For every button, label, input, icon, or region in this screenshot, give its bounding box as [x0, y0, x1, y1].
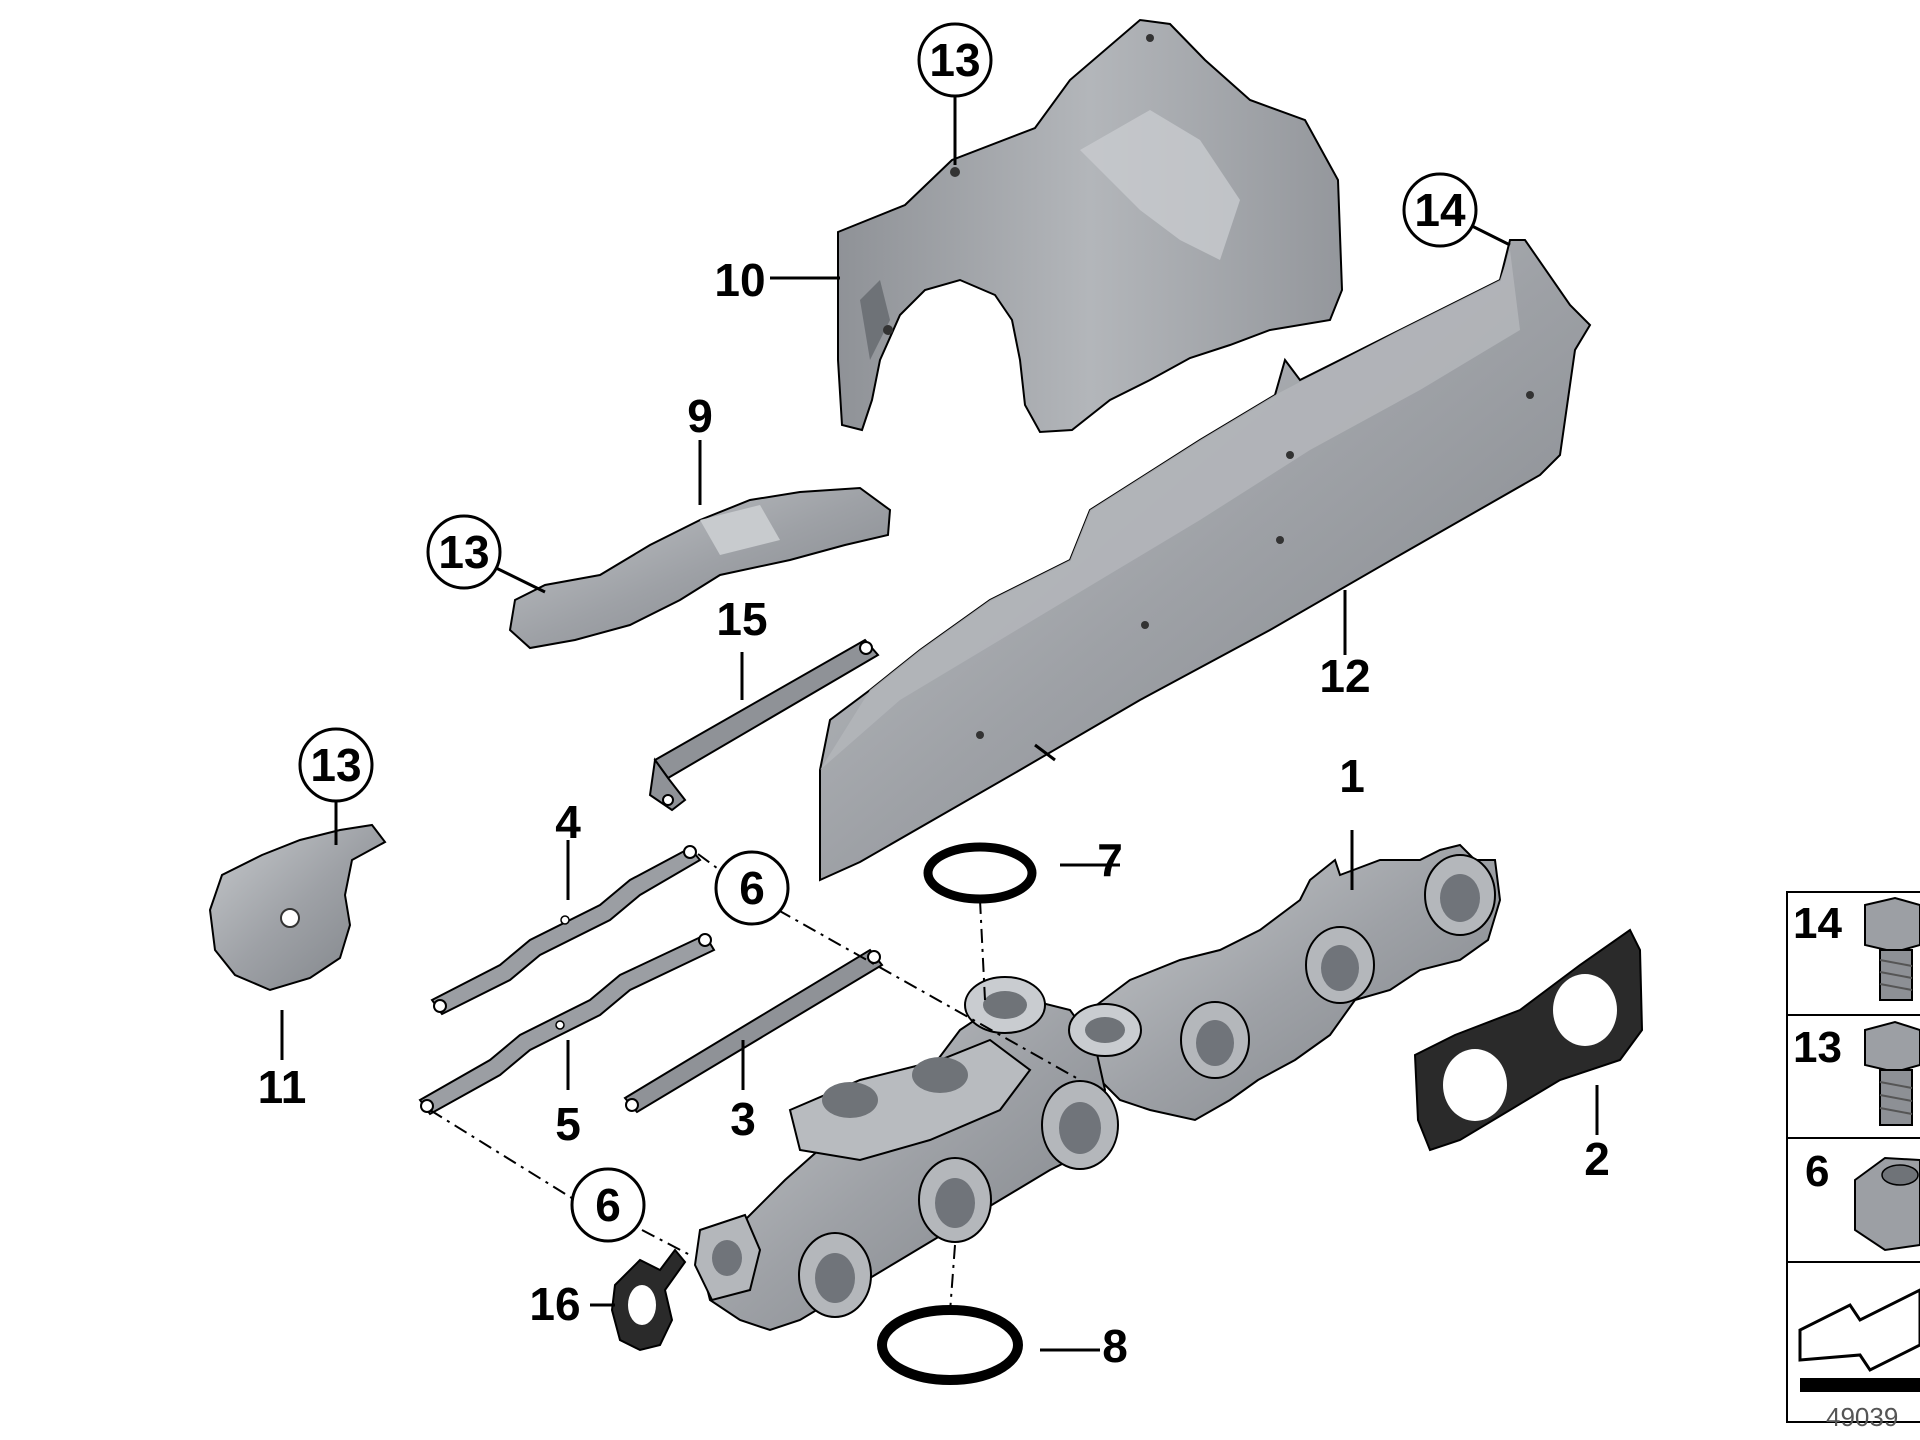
callout-3: 3	[730, 1093, 756, 1145]
callout-label: 14	[1414, 184, 1466, 236]
legend-label: 13	[1793, 1023, 1842, 1072]
callout-13-middle: 13	[426, 514, 502, 590]
bracket-rod	[648, 638, 880, 812]
callout-6-upper: 6	[714, 850, 790, 926]
legend-row-6: 6	[1805, 1147, 1920, 1252]
callout-1: 1	[1339, 750, 1365, 802]
callout-4: 4	[555, 796, 581, 848]
leader-lines	[280, 92, 1599, 1352]
legend-label: 14	[1793, 899, 1842, 948]
callout-13-top: 13	[917, 22, 993, 98]
callout-7: 7	[1097, 834, 1123, 886]
exhaust-manifold-rear	[693, 976, 1142, 1332]
o-ring-upper	[923, 842, 1037, 904]
callout-8: 8	[1102, 1320, 1128, 1372]
callout-9: 9	[687, 390, 713, 442]
callout-11: 11	[258, 1061, 307, 1113]
heat-shield-small	[508, 486, 892, 650]
heat-shield-lower	[819, 239, 1592, 882]
callout-12: 12	[1319, 650, 1370, 702]
callout-2: 2	[1584, 1133, 1610, 1185]
exhaust-manifold-front	[1089, 843, 1502, 1122]
document-number: 49039	[1826, 1402, 1899, 1432]
legend-row-14: 14	[1793, 896, 1920, 1001]
callout-10: 10	[714, 254, 765, 306]
callout-label: 6	[595, 1179, 621, 1231]
manifold-gasket	[1413, 928, 1644, 1152]
hex-bolt-icon	[1864, 896, 1920, 1001]
callout-14: 14	[1402, 172, 1478, 248]
callout-13-left: 13	[298, 727, 374, 803]
small-gasket	[610, 1248, 687, 1352]
flange-bolt-icon	[1864, 1020, 1920, 1126]
heat-shield-upper	[837, 18, 1344, 434]
fastener-legend: 14 13 6	[1786, 891, 1920, 1423]
dash-leaders	[429, 853, 1081, 1313]
callout-label: 13	[438, 526, 489, 578]
heat-shield-bracket	[208, 823, 387, 992]
bracket-strap-middle	[418, 933, 716, 1116]
callout-label: 6	[739, 862, 765, 914]
tightening-arrow-icon	[1798, 1288, 1920, 1392]
callout-16: 16	[529, 1278, 580, 1330]
callout-label: 13	[310, 739, 361, 791]
legend-label: 6	[1805, 1147, 1829, 1196]
legend-row-13: 13	[1793, 1020, 1920, 1126]
bracket-strap-rod	[623, 948, 884, 1114]
callout-5: 5	[555, 1098, 581, 1150]
callout-6-lower: 6	[570, 1167, 646, 1243]
o-ring-lower	[877, 1305, 1023, 1385]
callout-label: 13	[929, 34, 980, 86]
hex-nut-icon	[1854, 1156, 1920, 1252]
bracket-strap-upper	[430, 845, 702, 1016]
callout-15: 15	[716, 593, 767, 645]
